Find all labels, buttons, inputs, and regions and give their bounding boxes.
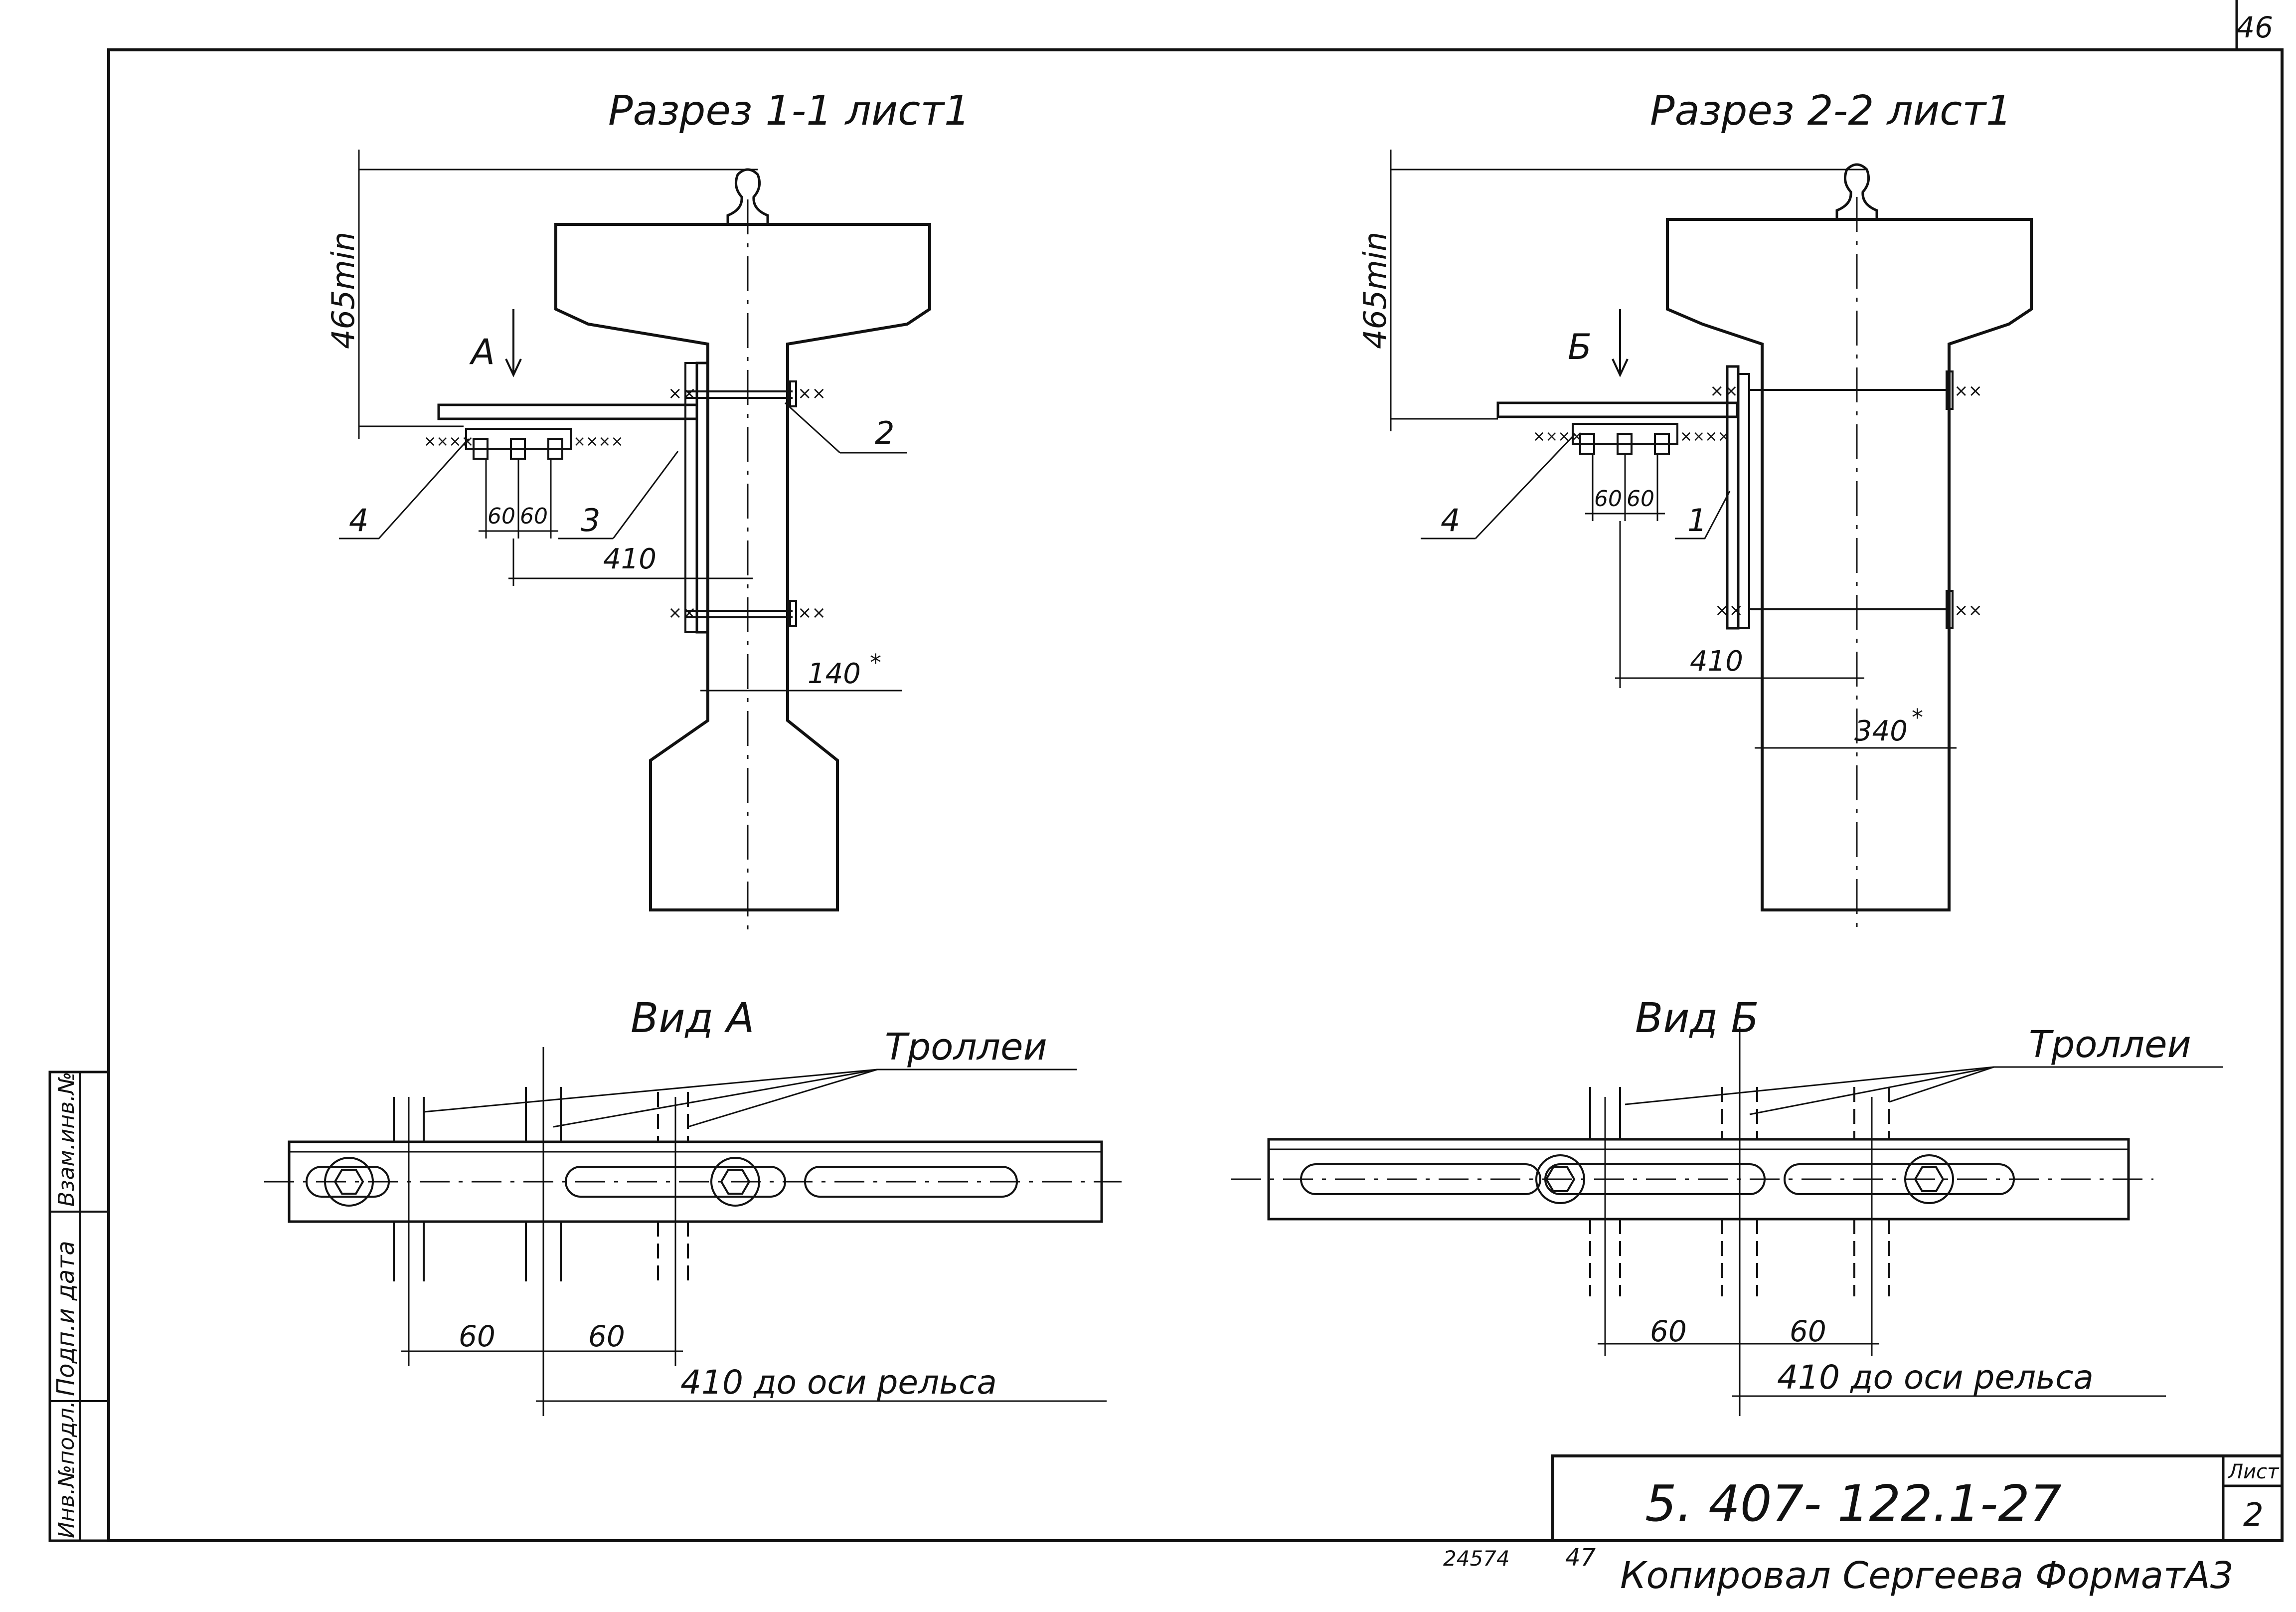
section-1-dim-60b: 60 [520,504,548,529]
svg-text:××: ×× [1954,600,1982,620]
view-b-bolt-2 [1904,1154,1954,1204]
callout-1: 1 [1687,502,1707,538]
svg-text:××: ×× [1710,381,1738,401]
section-1-dim-60a: 60 [488,504,515,529]
callout-4-section-2: 4 [1441,502,1460,538]
section-2-2: Разрез 2-2 лист1 ×× ×× ×× ×× ×××× ×××× 4… [1357,87,2033,932]
section-2-title: Разрез 2-2 лист1 [1650,87,2012,135]
stamp-cell-original-inventory: Инв.№подл. [54,1401,79,1538]
svg-text:××××: ×××× [1680,428,1730,445]
footer: 24574 47 Копировал Сергеева ФорматА3 [1443,1544,2234,1597]
bracket-plate [695,361,709,634]
svg-text:××: ×× [798,383,826,403]
bracket-arm-2 [1496,401,1739,418]
view-b-bolt-1 [1535,1154,1585,1204]
rail-head-2 [1835,163,1878,219]
side-stamp: Взам.инв.№ Подп.и дата Инв.№подл. [48,1071,110,1542]
svg-text:××××: ×××× [573,433,624,450]
section-2-dim-60a: 60 [1594,486,1622,512]
svg-text:××: ×× [798,603,826,623]
view-a-dim-60b: 60 [588,1319,625,1353]
view-b-trolleys [1589,1087,1890,1296]
document-code: 5. 407- 122.1-27 [1645,1474,2062,1533]
view-b-rail-axis-note: 410 до оси рельса [1777,1358,2094,1397]
view-b: Вид Б Троллеи [1231,995,2223,1416]
stamp-cell-signature-date: Подп.и дата [52,1241,80,1396]
footer-inventory: 24574 [1443,1546,1510,1571]
svg-text:××: ×× [1715,600,1743,620]
view-a-title: Вид А [631,995,754,1042]
section-1-dim-140: 140 [808,658,861,690]
bracket-arm [437,403,698,420]
beam-section-outline [1666,218,2033,911]
section-2-dim-340-star: * [1912,704,1923,731]
section-2-dim-60b: 60 [1627,486,1654,512]
view-marker-a: А [469,332,495,372]
stamp-cell-replacement: Взам.инв.№ [54,1072,79,1207]
beam-section-hatched [554,223,931,911]
sheet-number: 2 [2243,1497,2264,1534]
trolley-holders-2: ×××× ×××× [1533,423,1730,455]
svg-text:××××: ×××× [1533,428,1583,445]
callout-2: 2 [875,415,894,451]
trolley-holders: ×××× ×××× [424,428,624,460]
view-a-rail-axis-note: 410 до оси рельса [680,1363,997,1402]
view-a-trolleys [393,1087,689,1281]
section-1-dim-410: 410 [603,543,656,575]
view-a-bolt-2 [710,1157,760,1207]
svg-text:××: ×× [668,383,696,403]
view-a: Вид А Троллеи [264,995,1122,1416]
section-2-dim-340: 340 [1854,715,1908,747]
sheet-label: Лист [2227,1460,2280,1483]
view-a-trolley-label: Троллеи [885,1026,1047,1069]
view-marker-b: Б [1568,327,1592,367]
section-1-title: Разрез 1-1 лист1 [608,87,970,135]
view-b-dim-60a: 60 [1650,1314,1687,1348]
title-block: 5. 407- 122.1-27 Лист 2 [1551,1454,2284,1542]
view-b-trolley-label: Троллеи [2029,1023,2191,1066]
svg-text:××: ×× [1954,381,1982,401]
section-1-dim-140-star: * [870,649,881,676]
view-a-dim-60a: 60 [459,1319,495,1353]
drawing-frame [107,48,2284,1542]
section-2-height-dim: 465min [1357,232,1393,349]
svg-text:××: ×× [668,603,696,623]
section-1-height-dim: 465min [325,232,361,349]
section-2-dim-410: 410 [1690,645,1743,678]
callout-3: 3 [581,502,600,538]
callout-4-section-1: 4 [349,502,368,538]
footer-page: 47 [1565,1544,1596,1572]
view-a-bolt-1 [324,1157,374,1207]
sheet-corner-number: 46 [2236,10,2273,44]
section-1-1: Разрез 1-1 лист1 ×× ×× ×× ×× ×××× ×××× [325,87,970,932]
view-b-dim-60b: 60 [1790,1314,1826,1348]
footer-copy-note: Копировал Сергеева ФорматА3 [1620,1554,2234,1597]
view-b-title: Вид Б [1635,995,1759,1042]
